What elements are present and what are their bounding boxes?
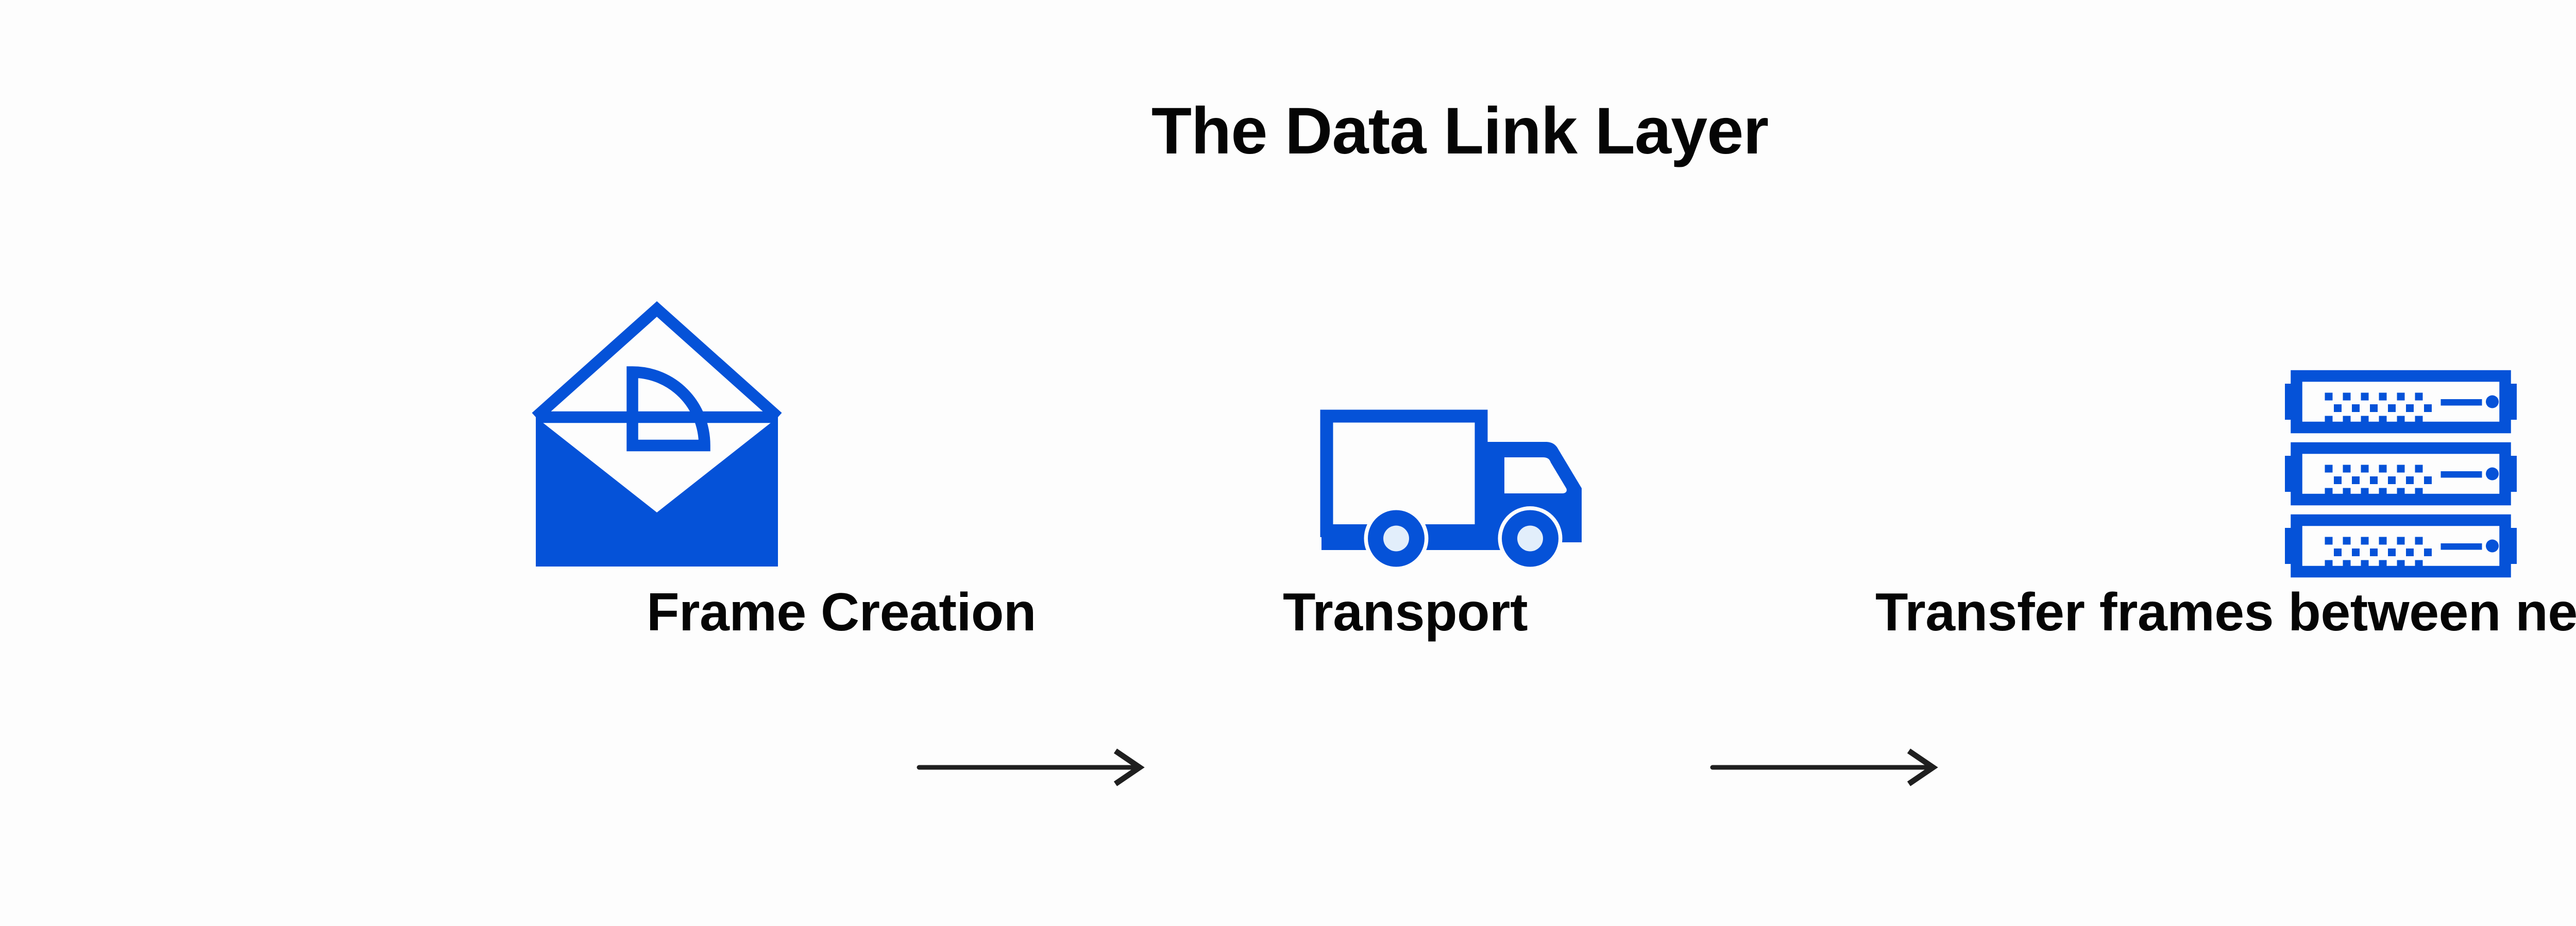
server-rack-icon <box>2285 376 2517 572</box>
flow-step-label-frame-creation: Frame Creation <box>647 582 1036 642</box>
delivery-truck-icon <box>1320 409 1582 571</box>
flow-step-icon-wrap <box>1824 268 2576 577</box>
page-title: The Data Link Layer <box>1151 94 1769 168</box>
flow-step-label-transport: Transport <box>1283 582 1528 642</box>
flow-step-frame-creation[interactable]: Frame Creation <box>268 268 1144 642</box>
open-envelope-icon <box>532 301 782 567</box>
flow-step-transfer[interactable]: Transfer frames between net <box>1824 268 2576 642</box>
flow-step-transport[interactable]: Transport <box>1180 268 1757 642</box>
right-arrow-icon <box>1710 748 1938 786</box>
flow-step-label-transfer: Transfer frames between net <box>1875 582 2576 642</box>
flow-connector-arrow-2 <box>1710 747 1942 788</box>
flow-connector-arrow-1 <box>917 747 1149 788</box>
flow-step-icon-wrap <box>1180 268 1757 577</box>
right-arrow-icon <box>917 748 1145 786</box>
server-unit-3 <box>2285 520 2517 572</box>
process-flow: Frame Creation <box>0 268 2576 786</box>
flow-step-icon-wrap <box>268 268 1144 577</box>
server-unit-2 <box>2285 448 2517 500</box>
server-unit-1 <box>2285 376 2517 427</box>
